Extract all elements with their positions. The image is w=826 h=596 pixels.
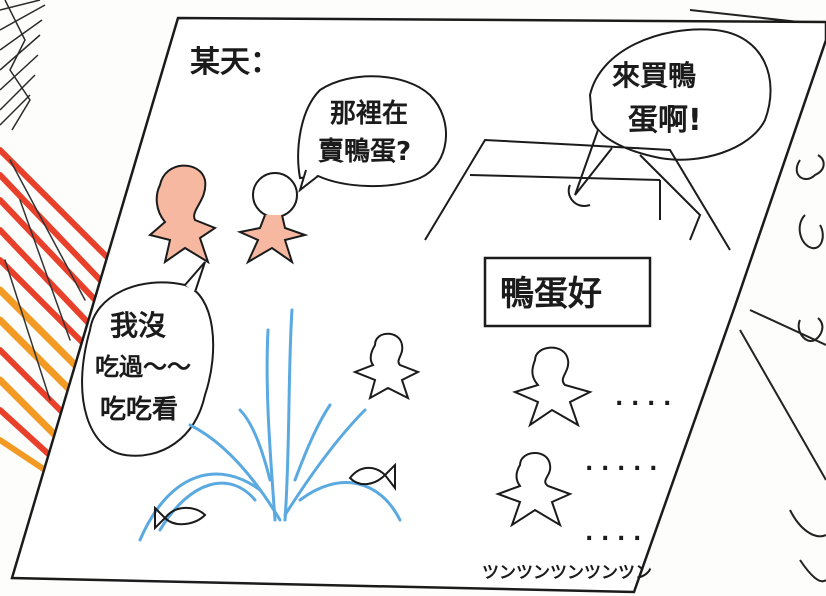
fountain (138, 308, 402, 542)
crowd-dots-3: . . . . (585, 521, 641, 546)
question-line-1: 那裡在 (330, 98, 408, 129)
flame-shading (0, 147, 113, 473)
reply-line-3: 吃吃看 (100, 395, 178, 425)
question-line-2: 賣鴨蛋? (318, 137, 411, 167)
shop-sign: 鴨蛋好 (483, 256, 652, 328)
person-crowd-2 (495, 452, 573, 528)
shop-sign-text: 鴨蛋好 (500, 274, 602, 314)
seller-line-2: 蛋啊! (628, 103, 702, 138)
grass-text: ツンツンツンツンツン (482, 563, 652, 583)
person-talking (236, 172, 309, 265)
left-scribble-drawing (0, 0, 46, 131)
caption-text: 某天： (190, 45, 280, 80)
crowd-dots-1: . . . . (615, 386, 671, 411)
reply-line-2: 吃過～～ (95, 353, 191, 381)
crowd-dots-2: . . . . . (585, 451, 657, 476)
shop-stall (424, 138, 731, 251)
person-orange (147, 164, 218, 265)
speech-bubble-reply: 我沒 吃過～～ 吃吃看 (81, 261, 215, 457)
seller-line-1: 來買鴨 (612, 59, 696, 92)
panel-border (10, 16, 826, 594)
speech-bubble-question: 那裡在 賣鴨蛋? (297, 75, 447, 193)
person-center (352, 332, 421, 401)
person-crowd-1 (512, 346, 593, 428)
reply-line-1: 我沒 (110, 309, 166, 342)
fish-icon (154, 462, 396, 531)
